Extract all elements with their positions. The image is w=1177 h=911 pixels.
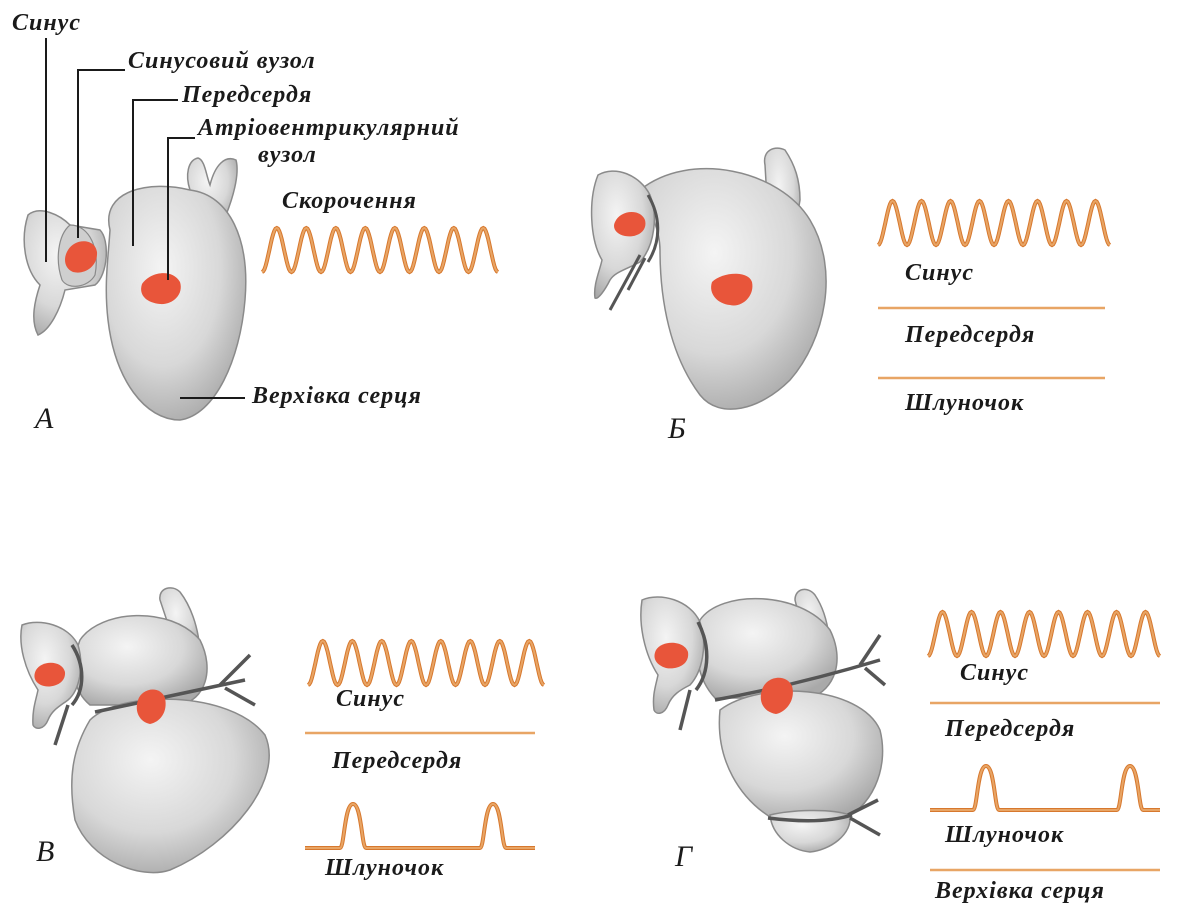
panel-g-label-atrium: Передсердя <box>945 716 1075 743</box>
panel-a-label-av-node-1: Атріовентрикулярний <box>198 115 460 142</box>
panel-g-letter: Г <box>675 840 692 874</box>
panel-a-label-av-node-2: вузол <box>258 142 317 169</box>
panel-a-label-atrium: Передсердя <box>182 82 312 109</box>
panel-a-label-sinus: Синус <box>12 10 81 37</box>
panel-g-sinus-wave-outline <box>928 612 1160 656</box>
panel-b-label-sinus: Синус <box>905 260 974 287</box>
panel-v-label-sinus: Синус <box>336 686 405 713</box>
panel-v-label-ventricle: Шлуночок <box>325 855 444 882</box>
panel-v-letter: В <box>36 835 54 869</box>
panel-g-label-apex: Верхівка серця <box>935 878 1105 905</box>
panel-b-sinus-wave-outline <box>878 201 1110 245</box>
panel-a-letter: А <box>35 402 53 436</box>
panel-b-label-ventricle: Шлуночок <box>905 390 1024 417</box>
panel-a-contraction-wave-outline <box>262 228 498 272</box>
panel-a-label-sinus-node: Синусовий вузол <box>128 48 316 75</box>
panel-g-ventricle-wave <box>930 766 1160 810</box>
panel-g-heart <box>641 589 883 852</box>
panel-v-label-atrium: Передсердя <box>332 748 462 775</box>
panel-g-label-ventricle: Шлуночок <box>945 822 1064 849</box>
panel-a-heart <box>24 158 246 420</box>
panel-b-label-atrium: Передсердя <box>905 322 1035 349</box>
panel-v-ventricle-wave <box>305 804 535 848</box>
panel-g-label-sinus: Синус <box>960 660 1029 687</box>
panel-b-letter: Б <box>668 412 686 446</box>
panel-a-label-apex: Верхівка серця <box>252 383 422 410</box>
panel-v-sinus-wave-outline <box>308 641 544 685</box>
panel-a-label-contraction: Скорочення <box>282 188 417 215</box>
